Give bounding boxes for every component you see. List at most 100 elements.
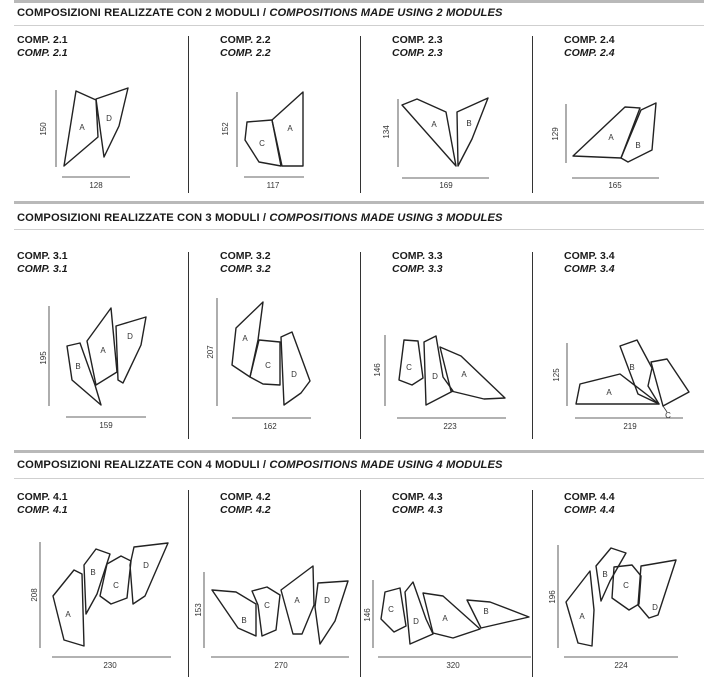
module-c (249, 339, 281, 386)
module-c (398, 339, 424, 386)
module-a (86, 307, 118, 386)
height-value: 146 (363, 608, 372, 622)
column-divider (188, 252, 189, 439)
module-label: B (483, 607, 488, 616)
module-label: D (413, 617, 419, 626)
module-label: B (466, 119, 471, 128)
module-b (619, 339, 660, 405)
module-c (251, 586, 281, 637)
column-divider (188, 490, 189, 677)
module-label: A (287, 124, 293, 133)
module-d (280, 331, 311, 406)
module-b (456, 97, 489, 167)
column-divider (532, 36, 533, 193)
height-value: 134 (382, 125, 391, 139)
width-value: 320 (446, 661, 460, 670)
module-label: A (242, 334, 248, 343)
module-label: D (143, 561, 149, 570)
section-2-modules: COMPOSIZIONI REALIZZATE CON 2 MODULI / C… (0, 0, 722, 200)
module-label: A (79, 123, 85, 132)
width-value: 162 (263, 422, 277, 431)
module-label: A (606, 388, 612, 397)
height-value: 196 (548, 590, 557, 604)
height-value: 129 (551, 127, 560, 141)
height-value: 208 (30, 588, 39, 602)
module-label: C (265, 361, 271, 370)
module-label: B (241, 616, 246, 625)
width-value: 224 (614, 661, 628, 670)
module-a (271, 91, 304, 167)
section-title-it: COMPOSIZIONI REALIZZATE CON 2 MODULI (17, 7, 260, 19)
module-label: B (635, 141, 640, 150)
comp-3-2-label: COMP. 3.2 COMP. 3.2 (220, 250, 271, 275)
height-value: 150 (39, 122, 48, 136)
comp-4-3-label: COMP. 4.3 COMP. 4.3 (392, 491, 443, 516)
module-label: A (65, 610, 71, 619)
column-divider (360, 252, 361, 439)
comp-4-1-label: COMP. 4.1 COMP. 4.1 (17, 491, 68, 516)
module-label: C (665, 411, 671, 420)
module-a (439, 346, 506, 400)
column-divider (532, 490, 533, 677)
module-label: C (113, 581, 119, 590)
height-value: 125 (552, 368, 561, 382)
module-b (620, 102, 657, 163)
module-a (572, 106, 641, 159)
comp-2-3-label: COMP. 2.3 COMP. 2.3 (392, 34, 443, 59)
column-divider (360, 36, 361, 193)
module-label: A (442, 614, 448, 623)
comp-4-4-label: COMP. 4.4 COMP. 4.4 (564, 491, 615, 516)
section-title-en: COMPOSITIONS MADE USING 3 MODULES (269, 212, 503, 224)
module-b (211, 589, 257, 637)
module-a (565, 570, 595, 647)
module-d (95, 87, 129, 158)
width-value: 117 (267, 181, 280, 190)
module-c (650, 358, 690, 407)
module-label: B (75, 362, 80, 371)
module-a (401, 98, 457, 167)
module-label: D (652, 603, 658, 612)
module-label: A (461, 370, 467, 379)
module-label: A (579, 612, 585, 621)
column-divider (360, 490, 361, 677)
module-label: D (432, 372, 438, 381)
width-value: 270 (274, 661, 288, 670)
section-title-separator: / (259, 7, 270, 19)
section-sub-rule (14, 229, 704, 230)
comp-2-2-label: COMP. 2.2 COMP. 2.2 (220, 34, 271, 59)
comp-3-3-label: COMP. 3.3 COMP. 3.3 (392, 250, 443, 275)
module-c-leader (662, 405, 668, 413)
module-label: A (608, 133, 614, 142)
comp-3-4-label: COMP. 3.4 COMP. 3.4 (564, 250, 615, 275)
module-label: B (602, 570, 607, 579)
module-label: A (100, 346, 106, 355)
height-value: 207 (206, 345, 215, 359)
width-value: 169 (439, 181, 453, 190)
height-value: 195 (39, 351, 48, 365)
section-sub-rule (14, 478, 704, 479)
module-label: D (291, 370, 297, 379)
module-b (595, 547, 627, 602)
section-title: COMPOSIZIONI REALIZZATE CON 4 MODULI / C… (17, 459, 503, 471)
width-value: 159 (99, 421, 113, 430)
module-a (280, 565, 315, 635)
section-top-rule (14, 450, 704, 453)
section-top-rule (14, 201, 704, 204)
section-4-modules: COMPOSIZIONI REALIZZATE CON 4 MODULI / C… (0, 450, 722, 677)
module-a (422, 592, 481, 639)
comp-2-4-label: COMP. 2.4 COMP. 2.4 (564, 34, 615, 59)
module-c (611, 564, 642, 611)
section-title-separator: / (259, 212, 270, 224)
module-label: B (90, 568, 95, 577)
section-title: COMPOSIZIONI REALIZZATE CON 3 MODULI / C… (17, 212, 503, 224)
module-label: C (623, 581, 629, 590)
height-value: 146 (373, 363, 382, 377)
